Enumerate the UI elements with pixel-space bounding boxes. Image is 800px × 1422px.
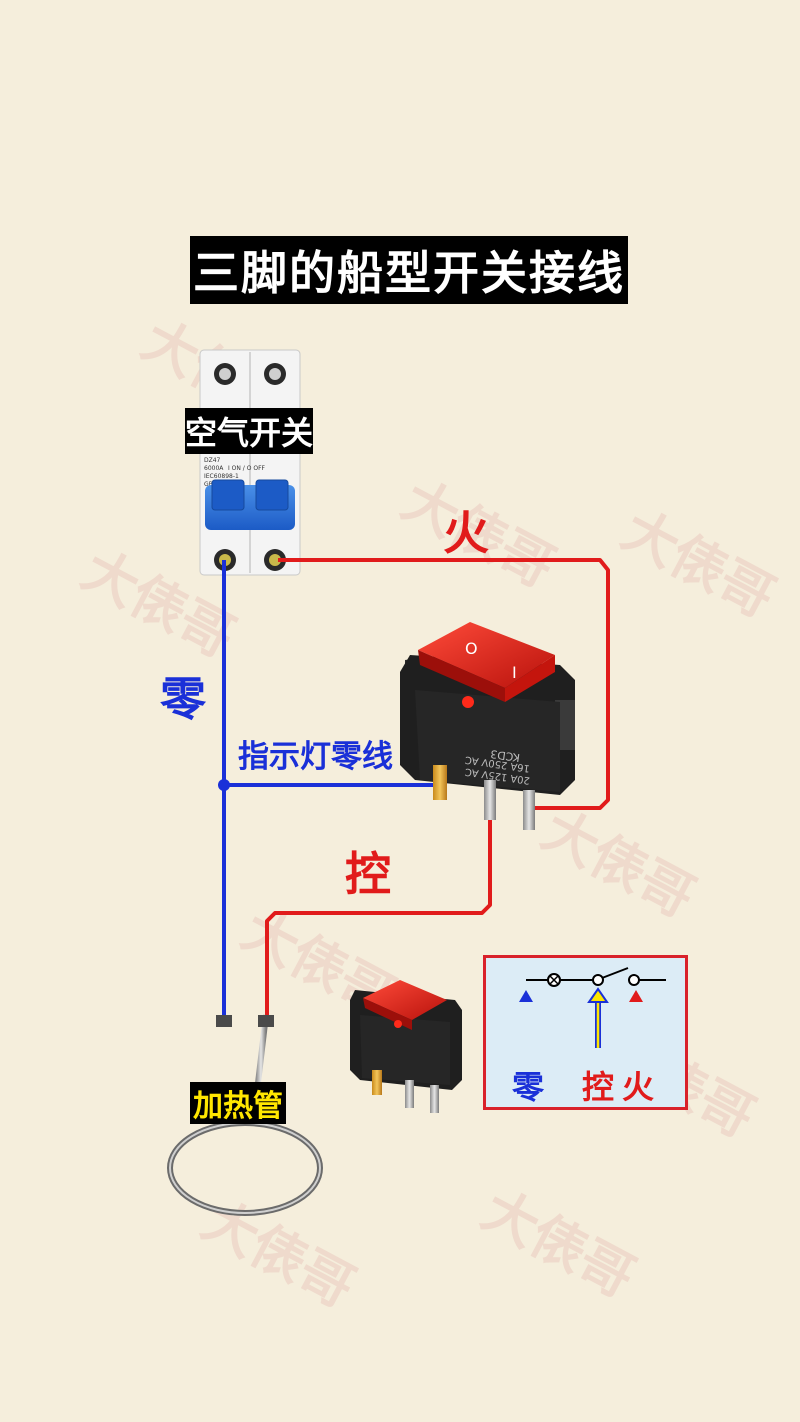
breaker-model: DZ47 — [204, 457, 221, 464]
schematic-symbol — [519, 967, 666, 1048]
control-wire — [265, 805, 492, 1015]
live-label: 火 — [443, 506, 489, 560]
switch-model: KCD3 — [490, 747, 521, 764]
rocker-switch: O I KCD3 16A 250V AC 20A 125V AC — [400, 622, 575, 830]
circuit-breaker: DZ47 6000A IEC60898-1 GB10963.1 I ON / O… — [199, 349, 301, 576]
rocker-on-mark: I — [512, 663, 517, 682]
rocker-off-mark: O — [465, 639, 478, 658]
indicator-neutral-label: 指示灯零线 — [238, 739, 393, 775]
schematic-legend — [483, 955, 688, 1110]
rocker-switch-small — [350, 980, 462, 1113]
neutral-label: 零 — [160, 672, 206, 726]
legend-live-label: 火 — [622, 1068, 655, 1106]
live-wire — [278, 558, 610, 810]
control-label: 控 — [345, 847, 391, 901]
legend-neutral-label: 零 — [512, 1068, 545, 1106]
legend-control-label: 控 — [582, 1068, 615, 1106]
breaker-standard: IEC60898-1 — [204, 473, 239, 480]
heater-label: 加热管 — [190, 1082, 286, 1124]
junction-dot — [218, 779, 230, 791]
breaker-label: 空气开关 — [185, 408, 313, 454]
breaker-capacity: 6000A — [204, 465, 224, 472]
page-title: 三脚的船型开关接线 — [190, 236, 628, 304]
breaker-on-off: I ON / O OFF — [228, 465, 266, 472]
